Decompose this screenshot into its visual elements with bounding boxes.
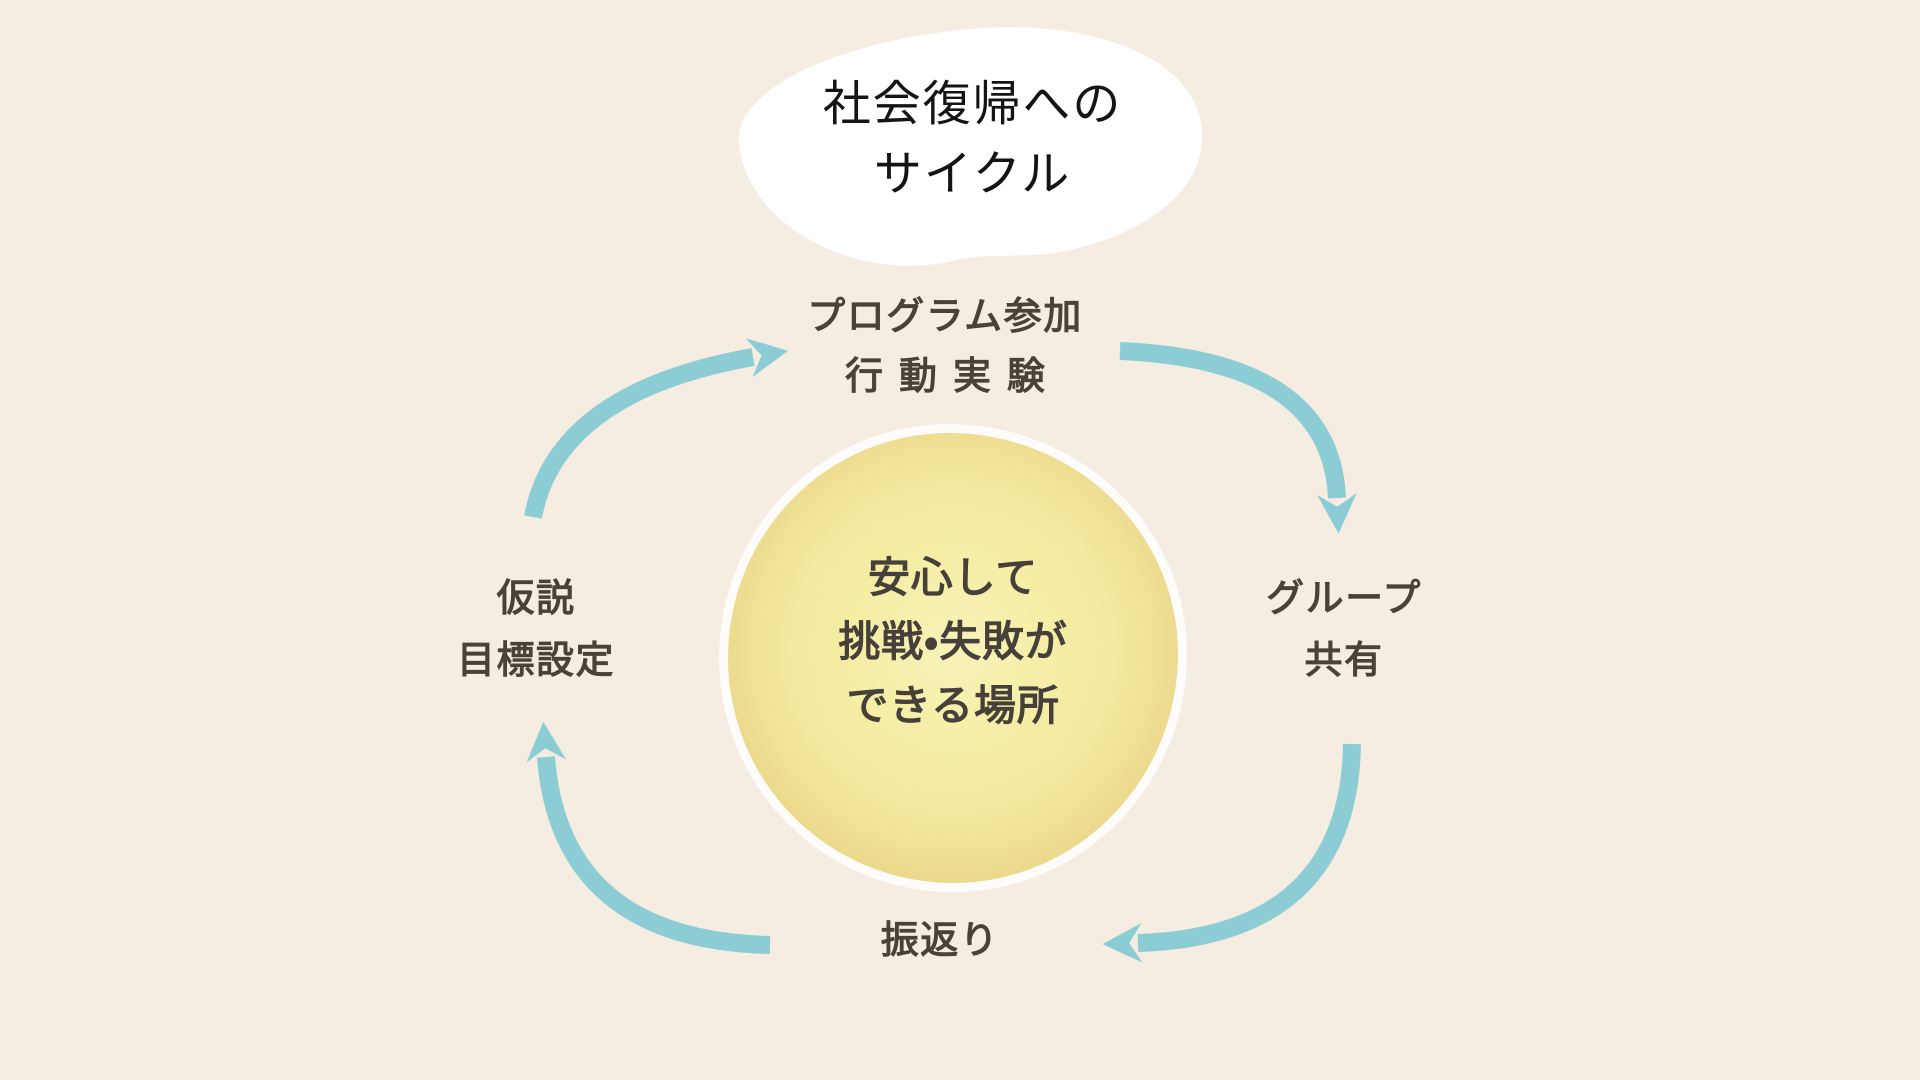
center-circle: 安心して 挑戦・失敗が できる場所 bbox=[728, 433, 1178, 883]
center-line-1: 安心して bbox=[867, 554, 1039, 601]
step-top-line-2: 行動実験 bbox=[845, 356, 1061, 398]
step-right-line-1: グループ bbox=[1266, 578, 1422, 620]
title-bubble-shape bbox=[738, 27, 1203, 266]
arrow-bottom-to-left-icon bbox=[526, 721, 771, 954]
center-line-2: 挑戦・失敗が bbox=[838, 618, 1068, 665]
title-bubble: 社会復帰への サイクル bbox=[735, 24, 1210, 269]
step-right-line-2: 共有 bbox=[1304, 640, 1384, 682]
step-label-hypothesis-goal: 仮説 目標設定 bbox=[416, 568, 656, 692]
cycle-title: 社会復帰への サイクル bbox=[735, 70, 1210, 210]
arrow-top-to-right-icon bbox=[1119, 342, 1357, 534]
step-left-line-1: 仮説 bbox=[496, 578, 576, 620]
center-circle-text: 安心して 挑戦・失敗が できる場所 bbox=[728, 417, 1178, 867]
step-bottom-line-1: 振返り bbox=[880, 920, 1000, 962]
step-label-group-sharing: グループ 共有 bbox=[1224, 568, 1464, 692]
step-label-program-participation: プログラム参加 行動実験 bbox=[705, 287, 1185, 407]
step-top-line-1: プログラム参加 bbox=[807, 296, 1083, 338]
center-line-3: できる場所 bbox=[846, 682, 1060, 729]
arrow-left-to-top-icon bbox=[524, 338, 789, 519]
step-label-reflection: 振返り bbox=[820, 911, 1060, 971]
cycle-title-line-2: サイクル bbox=[873, 148, 1072, 201]
step-left-line-2: 目標設定 bbox=[456, 640, 616, 682]
arrow-right-to-bottom-icon bbox=[1102, 743, 1361, 963]
cycle-title-line-1: 社会復帰への bbox=[822, 78, 1123, 131]
